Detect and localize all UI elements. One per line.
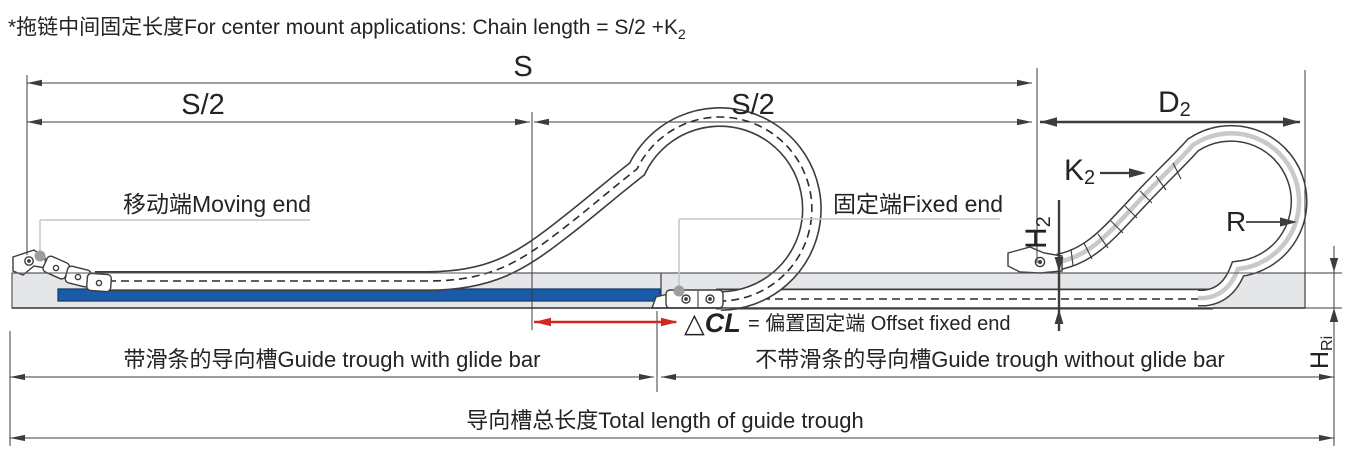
- moving-end-pin: [27, 259, 31, 263]
- link-pin: [74, 273, 82, 281]
- dim-d2-label: D2: [1158, 86, 1191, 121]
- chain-loop-centerline: [95, 116, 813, 302]
- dim-s2-left-label: S/2: [181, 89, 225, 121]
- fixed-end-pin: [684, 297, 688, 301]
- arrowheads: [10, 79, 1339, 442]
- leader-lines: [39, 218, 1000, 287]
- link-pin: [52, 264, 60, 272]
- fixed-end-pin: [708, 297, 712, 301]
- dim-s2-right-label: S/2: [731, 89, 775, 121]
- center-mount-note: *拖链中间固定长度For center mount applications: …: [8, 16, 686, 42]
- moving-end-leader-dot: [34, 250, 46, 262]
- mini-bracket-pin: [1037, 260, 1042, 265]
- trough-without-glide-bar-label: 不带滑条的导向槽Guide trough without glide bar: [755, 347, 1225, 372]
- mini-bracket: [1007, 246, 1063, 274]
- dim-r-label: R: [1226, 206, 1246, 237]
- fixed-end-label: 固定端Fixed end: [833, 191, 1003, 217]
- trough-with-glide-bar-label: 带滑条的导向槽Guide trough with glide bar: [124, 347, 541, 372]
- dim-h2-label: H2: [1020, 216, 1055, 249]
- offset-description-label: = 偏置固定端 Offset fixed end: [748, 312, 1011, 335]
- offset-symbol-label: △CL: [684, 308, 741, 338]
- mini-chain-link-ticks: [1070, 162, 1182, 267]
- moving-end-label: 移动端Moving end: [123, 191, 311, 217]
- dim-k2-label: K2: [1064, 154, 1095, 189]
- total-length-label: 导向槽总长度Total length of guide trough: [466, 408, 863, 433]
- dim-hri-label: HRi: [1306, 336, 1336, 369]
- link-pin: [95, 279, 103, 287]
- dim-s-label: S: [513, 51, 532, 83]
- fixed-end-leader-dot: [673, 285, 685, 297]
- mini-chain-figure: [1007, 124, 1308, 307]
- dimension-lines: [9, 68, 1342, 446]
- mini-bracket-plate: [1007, 246, 1063, 274]
- note-subscript: 2: [678, 26, 686, 42]
- red-arrowheads: [534, 317, 678, 327]
- mini-chain-centerstripe: [1057, 131, 1302, 301]
